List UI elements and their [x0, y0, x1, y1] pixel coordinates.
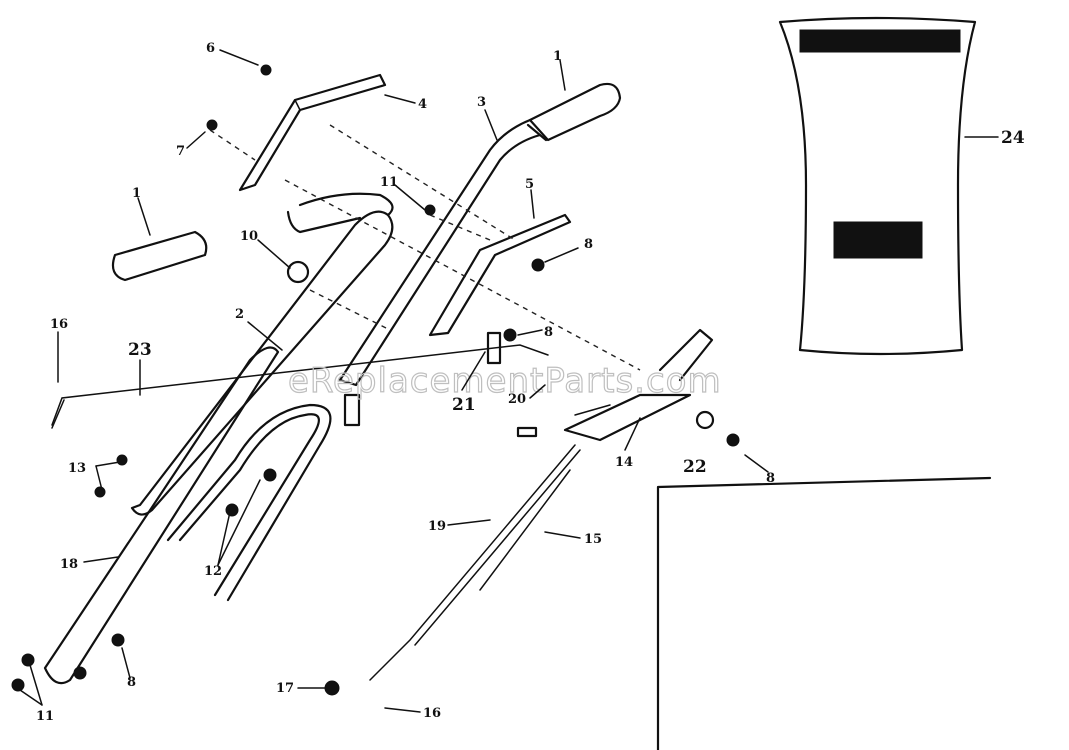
label-4: 4	[418, 97, 427, 112]
lower-handle-2	[130, 192, 394, 516]
rods	[51, 344, 581, 681]
decal-black-block	[833, 221, 923, 259]
bracket-5	[428, 213, 572, 337]
label-8-right: 8	[766, 471, 775, 486]
watermark: eReplacementParts.com	[288, 361, 722, 401]
hardware	[11, 64, 740, 696]
callouts: 6 4 1 3 7 1 11 5 10 8 16 23 2 8 21 20 13…	[36, 41, 1025, 724]
assembly-lines	[209, 124, 641, 371]
label-15: 15	[584, 532, 602, 547]
label-14: 14	[615, 455, 633, 470]
label-8-mid: 8	[544, 325, 553, 340]
label-8-lower: 8	[127, 675, 136, 690]
label-6: 6	[206, 41, 215, 56]
label-19: 19	[428, 519, 446, 534]
label-16-left: 16	[50, 317, 68, 332]
decal-black-bar-top	[799, 29, 961, 53]
lever-14	[563, 328, 714, 442]
label-18: 18	[60, 557, 78, 572]
label-1-lower: 1	[132, 186, 141, 201]
bracket-4	[238, 73, 387, 192]
label-17: 17	[276, 681, 294, 696]
leaders	[19, 49, 999, 713]
label-16-bottom: 16	[423, 706, 441, 721]
label-22: 22	[683, 457, 707, 477]
grip-1	[111, 230, 208, 282]
frame-outline	[656, 476, 992, 750]
label-24: 24	[1001, 128, 1025, 148]
label-13: 13	[68, 461, 86, 476]
label-7: 7	[176, 144, 185, 159]
label-3: 3	[477, 95, 486, 110]
label-1-upper: 1	[553, 49, 562, 64]
label-21: 21	[452, 395, 476, 415]
label-2: 2	[235, 307, 244, 322]
label-12: 12	[204, 564, 222, 579]
label-23: 23	[128, 340, 152, 360]
handle-bar-18	[43, 346, 280, 685]
decal-24	[778, 16, 977, 356]
curved-brace	[166, 403, 332, 602]
upper-handle-3	[338, 82, 622, 387]
label-10: 10	[240, 229, 258, 244]
label-20: 20	[508, 392, 526, 407]
label-8-upper: 8	[584, 237, 593, 252]
label-5: 5	[525, 177, 534, 192]
label-11-upper: 11	[380, 175, 398, 190]
label-11-lower: 11	[36, 709, 54, 724]
